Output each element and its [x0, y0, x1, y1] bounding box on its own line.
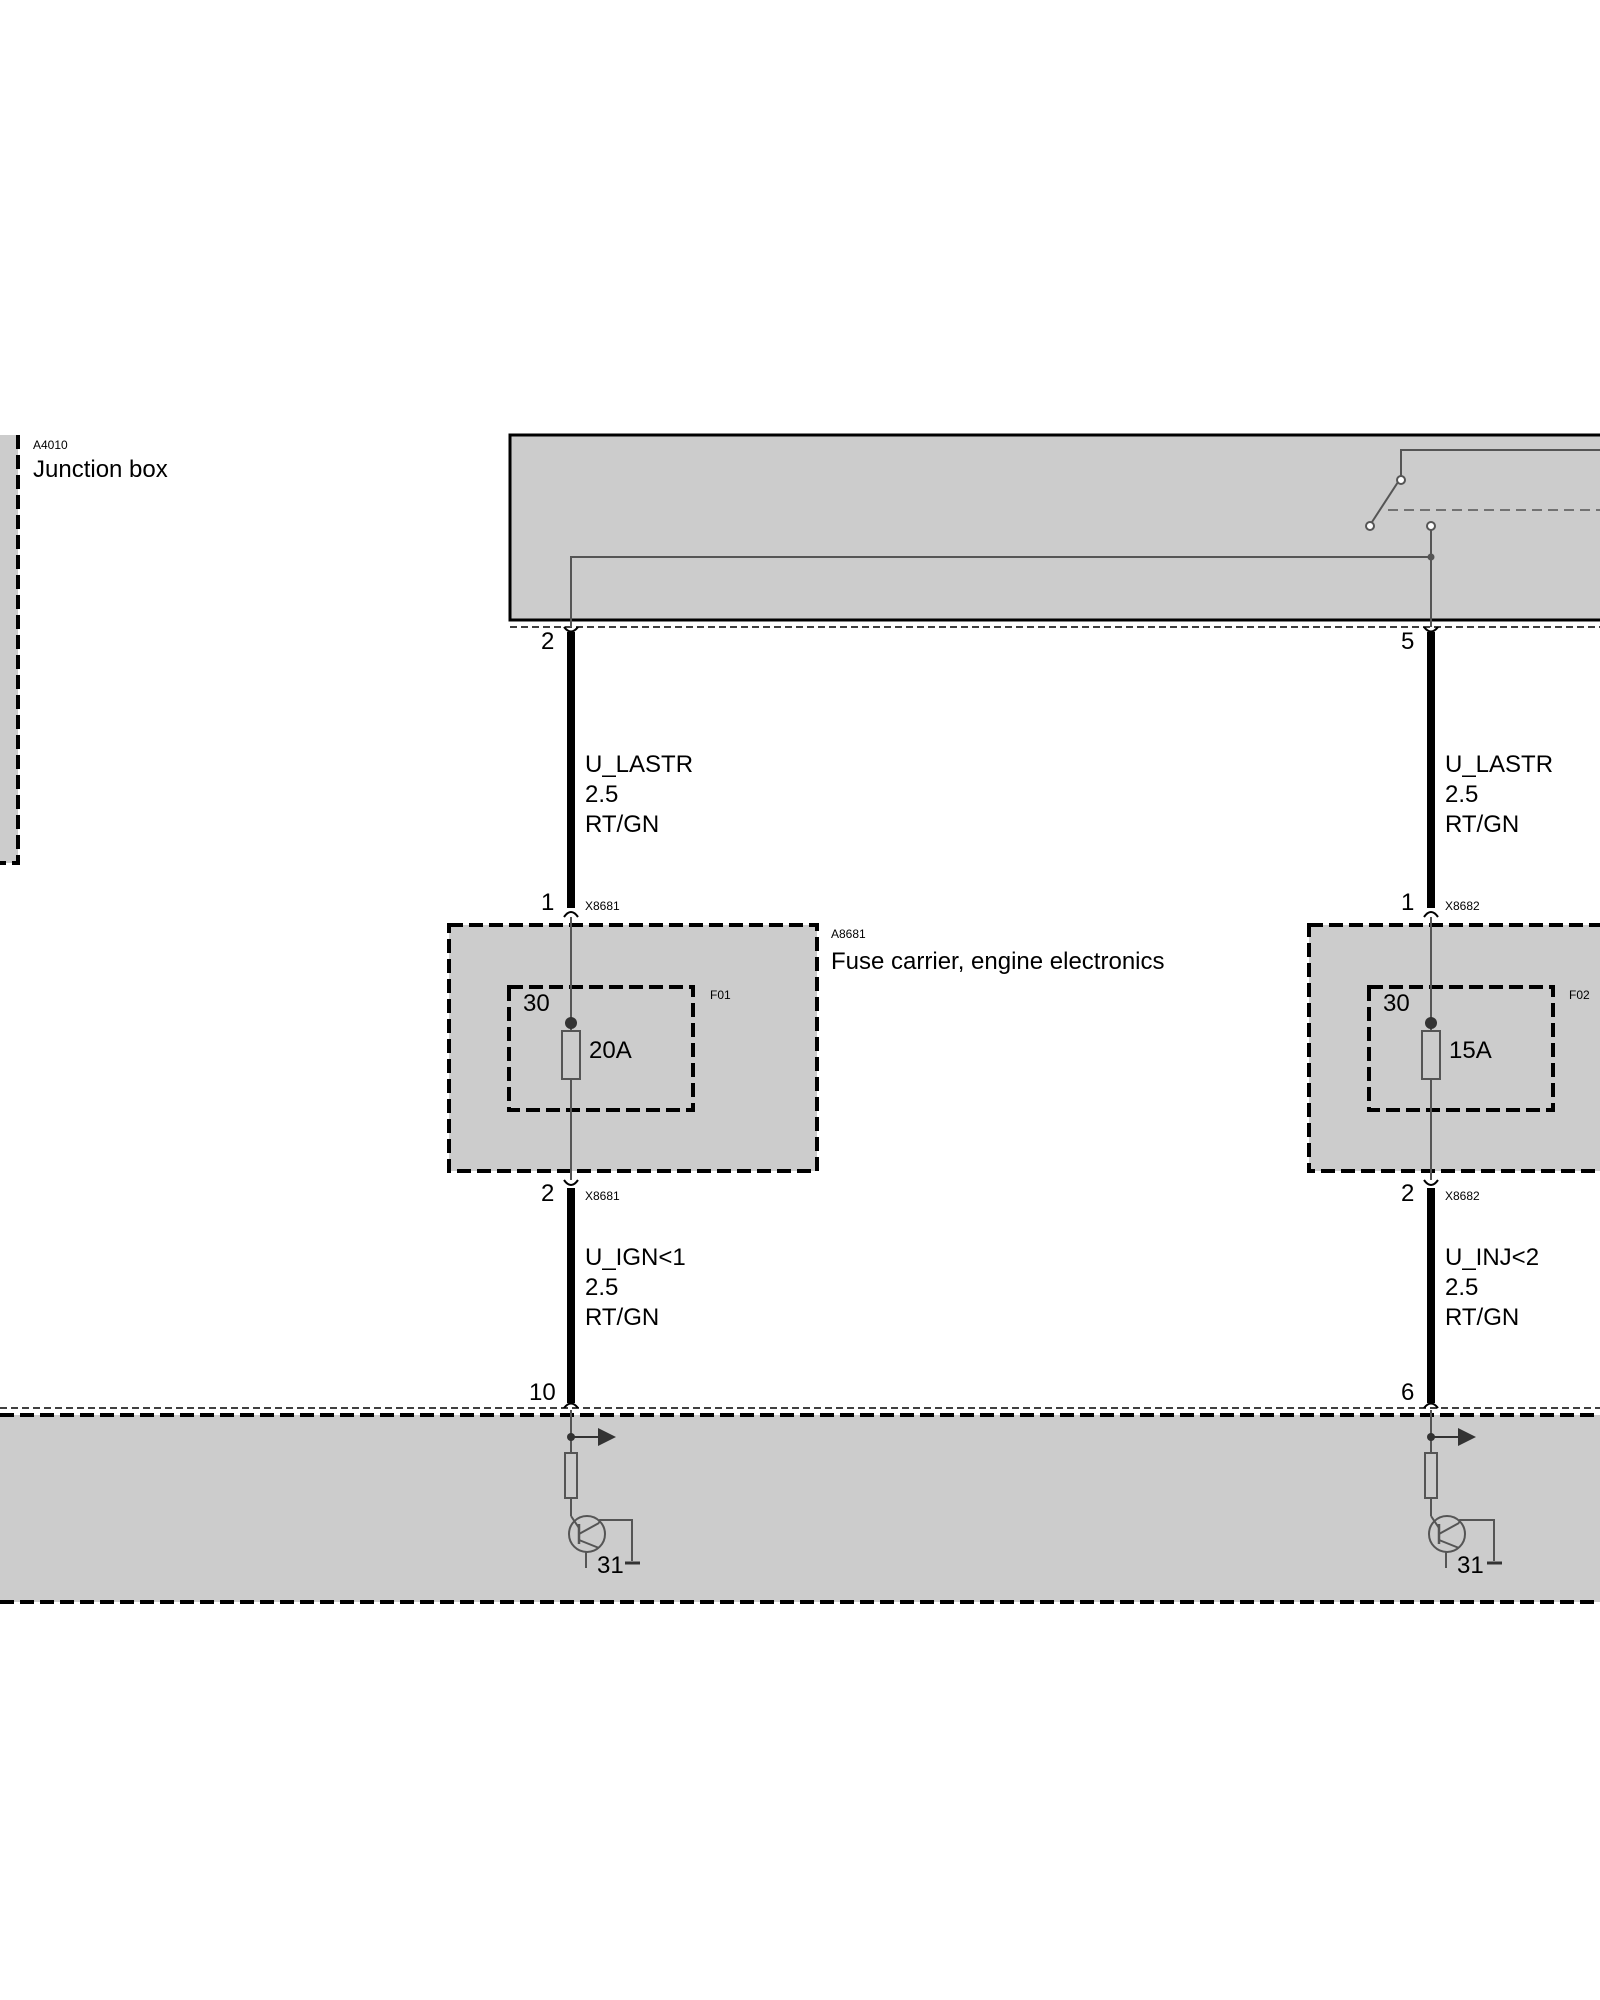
ground-left-label: 31	[597, 1552, 624, 1579]
ecu-pin-right: 6	[1401, 1379, 1414, 1406]
output-left-resistor-icon	[564, 1452, 578, 1499]
fuse-right-connector-bottom: X8682	[1445, 1189, 1480, 1203]
wire-upper-right-gauge: 2.5	[1445, 781, 1478, 808]
fuse-right-connector-top: X8682	[1445, 899, 1480, 913]
fuse-carrier-id: A8681	[831, 927, 866, 941]
wire-upper-right-color: RT/GN	[1445, 811, 1519, 838]
wire-lower-right-signal: U_INJ<2	[1445, 1244, 1539, 1271]
wire-lower-right-color: RT/GN	[1445, 1304, 1519, 1331]
fuse-left-connector-top: X8681	[585, 899, 620, 913]
fuse-left-id: F01	[710, 988, 731, 1002]
output-right-resistor-icon	[1424, 1452, 1438, 1499]
relay-contact-fixed	[1426, 521, 1436, 531]
junction-box-left-frame	[0, 435, 20, 865]
wire-lower-right-gauge: 2.5	[1445, 1274, 1478, 1301]
fuse-left-terminal: 30	[523, 990, 550, 1017]
fuse-left-element-icon	[561, 1030, 581, 1080]
fuse-left-rating: 20A	[589, 1037, 632, 1064]
junction-box-id: A4010	[33, 438, 68, 452]
fuse-left-connector-bottom: X8681	[585, 1189, 620, 1203]
ground-right-label: 31	[1457, 1552, 1484, 1579]
relay-contact-pivot	[1365, 521, 1375, 531]
fuse-right-terminal: 30	[1383, 990, 1410, 1017]
relay-module	[508, 433, 1600, 633]
relay-pin-right: 5	[1401, 628, 1414, 655]
output-stage-right	[1424, 1410, 1502, 1568]
wire-upper-left-signal: U_LASTR	[585, 751, 693, 778]
wire-upper-right-signal: U_LASTR	[1445, 751, 1553, 778]
junction-box-name: Junction box	[33, 456, 168, 483]
wire-lower-left-signal: U_IGN<1	[585, 1244, 686, 1271]
ecu-pin-left: 10	[529, 1379, 556, 1406]
wire-lower-left-gauge: 2.5	[585, 1274, 618, 1301]
relay-pin-left: 2	[541, 628, 554, 655]
fuse-left-pin-top: 1	[541, 889, 554, 916]
fuse-right-element-icon	[1421, 1030, 1441, 1080]
fuse-carrier-name: Fuse carrier, engine electronics	[831, 948, 1165, 975]
output-right-arrow-icon	[1458, 1428, 1476, 1446]
fuse-right-rating: 15A	[1449, 1037, 1492, 1064]
output-stage-left	[564, 1410, 640, 1568]
output-left-transistor-icon	[568, 1515, 633, 1568]
wire-upper-left-color: RT/GN	[585, 811, 659, 838]
output-left-arrow-icon	[598, 1428, 616, 1446]
fuse-right-id: F02	[1569, 988, 1590, 1002]
fuse-carrier-left	[447, 917, 819, 1180]
ecu-module	[0, 1402, 1600, 1604]
wire-lower-left-color: RT/GN	[585, 1304, 659, 1331]
fuse-carrier-right	[1307, 917, 1600, 1180]
relay-switch-arm	[1371, 481, 1399, 523]
output-right-transistor-icon	[1428, 1515, 1495, 1568]
fuse-left-pin-bottom: 2	[541, 1180, 554, 1207]
fuse-right-pin-bottom: 2	[1401, 1180, 1414, 1207]
wire-upper-left-gauge: 2.5	[585, 781, 618, 808]
fuse-right-pin-top: 1	[1401, 889, 1414, 916]
